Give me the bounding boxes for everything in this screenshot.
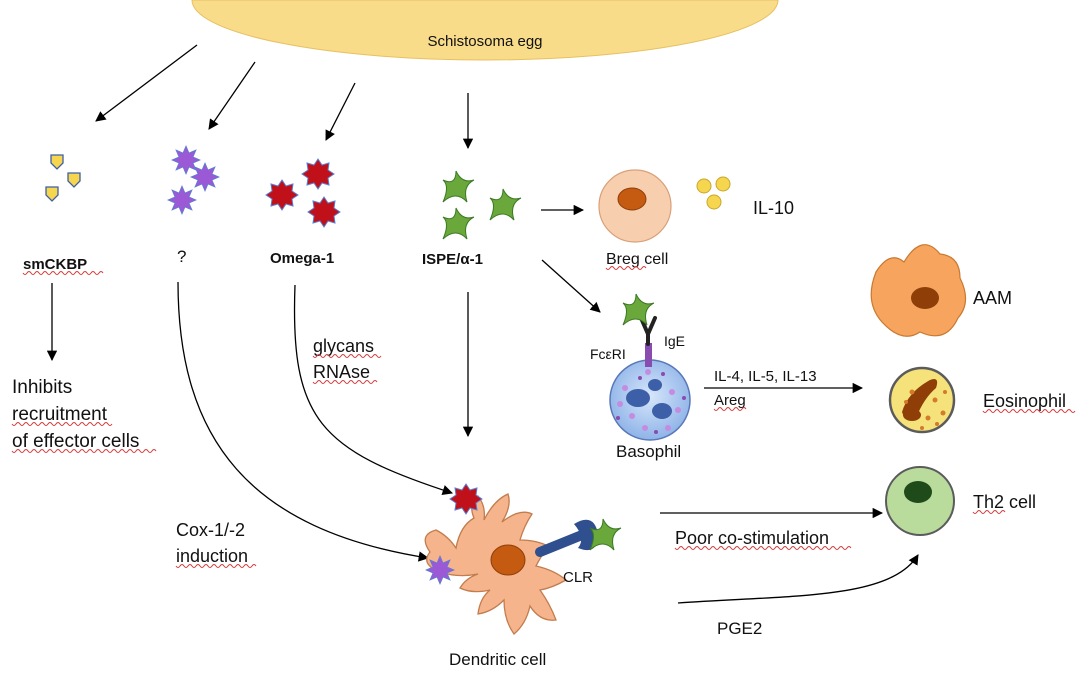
- fceri-receptor: [645, 343, 652, 367]
- clr-receptor: [535, 519, 598, 557]
- il10-label: IL-10: [753, 198, 794, 218]
- ige-antibody: [639, 316, 657, 346]
- glycans-text: glycans RNAse: [312, 336, 382, 384]
- cox-line-1: Cox-1/-2: [176, 520, 245, 540]
- smckbp-label: smCKBP: [23, 256, 87, 273]
- spellcheck-underline: [11, 449, 157, 453]
- dendritic-label: Dendritic cell: [449, 650, 546, 669]
- ige-label: IgE: [664, 333, 685, 349]
- spellcheck-underline: [22, 271, 104, 275]
- inhibits-line-2: recruitment: [12, 404, 108, 425]
- fceri-label: FcεRI: [590, 346, 626, 362]
- spellcheck-underline: [605, 266, 647, 270]
- unknown-label: ?: [177, 247, 186, 266]
- unknown-molecules: [166, 144, 221, 216]
- eosinophil-cell: [888, 366, 956, 434]
- aam-cell: [870, 244, 967, 337]
- ispe-molecule-bound: [589, 518, 622, 551]
- egg-arrows: [95, 44, 474, 150]
- schistosoma-egg: Schistosoma egg: [191, 0, 779, 61]
- arrow-omega-to-dendritic: [293, 284, 453, 496]
- arrow-unknown-to-dendritic: [177, 281, 430, 562]
- glycans-label: glycans: [313, 336, 374, 356]
- spellcheck-underline: [312, 380, 378, 384]
- breg-label: Breg cell: [606, 251, 668, 268]
- ispe-molecules: [442, 170, 522, 240]
- areg-label: Areg: [714, 392, 746, 409]
- inhibits-text: Inhibits recruitment of effector cells: [11, 377, 157, 453]
- eosinophil-label: Eosinophil: [983, 391, 1066, 411]
- unknown-molecule-bound: [424, 554, 456, 586]
- spellcheck-underline: [674, 546, 852, 550]
- cox-line-2: induction: [176, 546, 248, 566]
- clr-label: CLR: [563, 569, 593, 586]
- omega-label: Omega-1: [270, 250, 334, 267]
- arrow-egg-to-omega: [325, 82, 356, 141]
- rnase-label: RNAse: [313, 362, 370, 382]
- aam-label: AAM: [973, 288, 1012, 308]
- arrow-egg-to-smckbp: [95, 44, 198, 122]
- spellcheck-underline: [11, 422, 113, 426]
- dendritic-cell: [424, 493, 568, 635]
- poor-costim-label: Poor co-stimulation: [675, 528, 829, 548]
- arrow-egg-to-unknown: [208, 61, 256, 130]
- th2-cell: [885, 466, 955, 536]
- cox-text: Cox-1/-2 induction: [175, 520, 257, 568]
- il10-molecules: [696, 176, 731, 210]
- basophil-cell: [609, 359, 691, 441]
- arrow-ispe-to-basophil: [541, 259, 601, 313]
- egg-label: Schistosoma egg: [427, 33, 542, 50]
- arrow-pge2-to-th2: [677, 554, 919, 604]
- th2-label: Th2 cell: [973, 492, 1036, 512]
- omega-molecule-bound: [449, 483, 483, 515]
- breg-cell: [598, 169, 672, 243]
- omega-molecules: [265, 158, 341, 228]
- inhibits-line-1: Inhibits: [12, 377, 72, 398]
- smckbp-molecules: [45, 154, 81, 202]
- spellcheck-underline: [972, 510, 1006, 514]
- inhibits-line-3: of effector cells: [12, 431, 139, 452]
- spellcheck-underline: [713, 407, 747, 411]
- ispe-label: ISPE/α-1: [422, 251, 483, 268]
- ispe-molecule-bound: [622, 293, 655, 326]
- pge2-label: PGE2: [717, 619, 762, 638]
- cytokines-label: IL-4, IL-5, IL-13: [714, 368, 817, 385]
- spellcheck-underline: [175, 564, 257, 568]
- spellcheck-underline: [312, 354, 382, 358]
- basophil-label: Basophil: [616, 442, 681, 461]
- spellcheck-underline: [982, 409, 1076, 413]
